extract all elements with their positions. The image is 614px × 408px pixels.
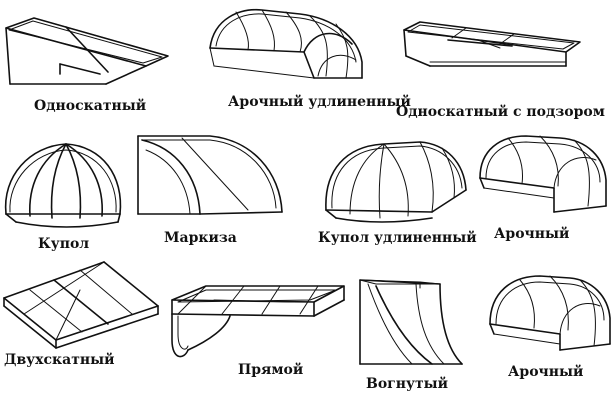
label-gable: Двухскатный [4, 352, 115, 368]
arch-canopy-drawing-top [479, 135, 607, 213]
single-pitch-canopy-drawing [5, 17, 169, 85]
arch-canopy-drawing-bottom [489, 275, 611, 351]
straight-canopy-drawing [171, 285, 345, 358]
gable-canopy-drawing [3, 261, 159, 349]
concave-canopy-drawing [359, 279, 463, 365]
label-elongated-dome: Купол удлиненный [318, 230, 477, 246]
label-arch-top: Арочный [494, 226, 570, 242]
dome-canopy-drawing [4, 143, 122, 228]
label-single-pitch-valance: Односкатный с подзором [396, 104, 605, 120]
label-single-pitch: Односкатный [34, 98, 147, 114]
single-pitch-valance-canopy-drawing [403, 21, 581, 67]
label-concave: Вогнутый [366, 376, 449, 392]
label-elongated-arch: Арочный удлиненный [228, 94, 411, 110]
elongated-arch-canopy-drawing [209, 8, 363, 79]
label-arch-bottom: Арочный [508, 364, 584, 380]
marquee-canopy-drawing [137, 135, 283, 215]
label-straight: Прямой [238, 362, 304, 378]
label-marquee: Маркиза [164, 230, 237, 246]
elongated-dome-canopy-drawing [325, 141, 467, 223]
label-dome: Купол [38, 236, 90, 252]
